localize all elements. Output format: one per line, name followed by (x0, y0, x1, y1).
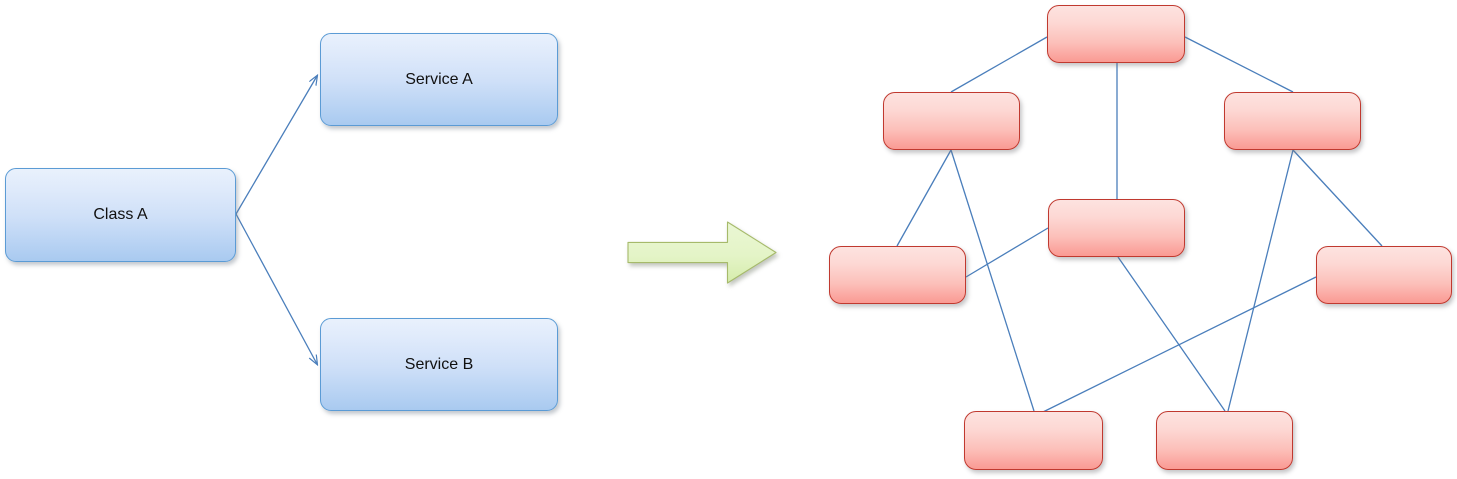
edge-n-upper-right-to-n-far-right (1292, 149, 1383, 247)
node-class-a-label: Class A (93, 206, 148, 223)
edge-n-top-to-n-upper-left (950, 36, 1048, 93)
node-class-a[interactable]: Class A (5, 168, 236, 262)
node-n-bottom-right[interactable] (1156, 411, 1293, 470)
edge-n-top-to-n-upper-right (1184, 36, 1294, 93)
node-service-b[interactable]: Service B (320, 318, 558, 411)
node-n-center[interactable] (1048, 199, 1185, 257)
node-n-far-left[interactable] (829, 246, 966, 304)
left-edges-group (235, 76, 317, 364)
node-service-b-label: Service B (404, 355, 474, 373)
edge-n-far-right-to-n-bottom-left (1042, 276, 1317, 413)
edge-n-upper-left-to-n-far-left (896, 149, 952, 247)
node-service-a[interactable]: Service A (320, 33, 558, 126)
right-arrow-icon (627, 221, 777, 284)
node-n-far-right[interactable] (1316, 246, 1452, 304)
edge-n-upper-right-to-n-bottom-right (1227, 149, 1294, 412)
edge-n-center-to-n-bottom-right (1117, 256, 1226, 412)
node-n-upper-left[interactable] (883, 92, 1020, 150)
node-service-a-label: Service A (405, 70, 473, 88)
node-n-bottom-left[interactable] (964, 411, 1103, 470)
edge-class-a-to-service-a (235, 76, 317, 215)
edge-class-a-to-service-b (235, 213, 317, 364)
node-n-top[interactable] (1047, 5, 1185, 63)
node-n-upper-right[interactable] (1224, 92, 1361, 150)
edge-n-far-left-to-n-center (965, 227, 1049, 278)
